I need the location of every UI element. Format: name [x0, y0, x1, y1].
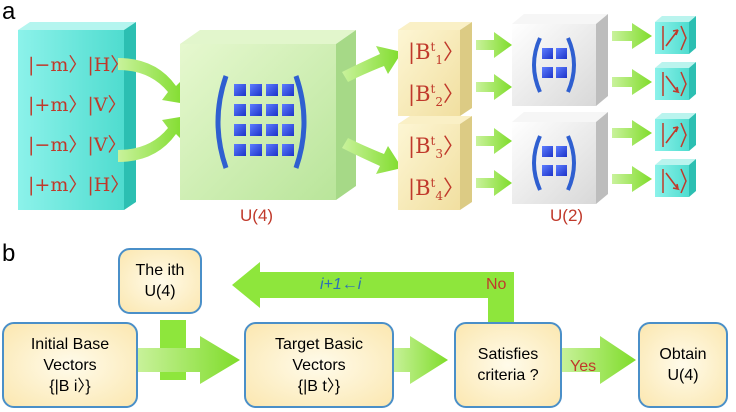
matrix-element — [234, 84, 246, 96]
yes-label: Yes — [570, 358, 597, 375]
obtain-line1: Obtain — [659, 346, 707, 363]
u2-to-detector-arrows — [612, 23, 652, 192]
no-label: No — [486, 276, 507, 293]
ith-u4-box: The ith U(4) — [118, 248, 202, 314]
criteria-line2: criteria ? — [477, 367, 539, 384]
u4-cube — [180, 30, 356, 200]
u2-label: U(2) — [550, 206, 584, 225]
target-line1: Target Basic — [274, 335, 364, 353]
initial-base-vectors-box: Initial Base Vectors {|B i〉} — [2, 322, 138, 408]
target-state-box-bottom — [398, 116, 472, 210]
u4-label: U(4) — [240, 206, 274, 225]
matrix-element — [250, 124, 262, 136]
target-state-1: |Bt1〉 — [408, 40, 464, 68]
matrix-element — [266, 124, 278, 136]
input-state-4: |+m〉|H〉 — [28, 174, 130, 196]
u4-output-arrows — [342, 46, 402, 174]
matrix-element — [282, 144, 294, 156]
matrix-element — [266, 104, 278, 116]
matrix-element — [282, 84, 294, 96]
matrix-element — [234, 144, 246, 156]
panel-a-label: a — [2, 0, 16, 25]
initial-line2: Vectors — [43, 356, 97, 374]
detector-2 — [655, 62, 696, 100]
matrix-element — [250, 144, 262, 156]
target-state-2: |Bt2〉 — [408, 82, 464, 110]
target-state-3: |Bt3〉 — [408, 134, 464, 162]
u2-cube-top — [512, 14, 608, 106]
ith-u4-line2: U(4) — [144, 283, 176, 300]
matrix-element — [282, 104, 294, 116]
matrix-element — [234, 104, 246, 116]
input-arrows — [118, 58, 186, 162]
target-line2: Vectors — [292, 356, 346, 374]
target-state-box-top — [398, 22, 472, 116]
input-state-3: |−m〉|V〉 — [28, 134, 127, 156]
obtain-u4-box: Obtain U(4) — [638, 322, 728, 408]
detector-4 — [655, 159, 696, 197]
ith-u4-line1: The ith — [135, 262, 185, 279]
detector-boxes — [655, 16, 696, 197]
initial-line1: Initial Base — [30, 335, 110, 353]
panel-b-label: b — [2, 240, 16, 267]
criteria-line1: Satisfies — [477, 346, 539, 363]
input-state-1: |−m〉|H〉 — [28, 54, 130, 76]
target-basic-vectors-box: Target Basic Vectors {|B t〉} — [244, 322, 394, 408]
b-to-u2-arrows — [476, 32, 512, 196]
flow-arrows — [136, 262, 636, 384]
detector-1 — [655, 16, 696, 54]
target-line3: {|B t〉} — [297, 377, 341, 395]
matrix-element — [266, 84, 278, 96]
criteria-box: Satisfies criteria ? — [454, 322, 562, 408]
loop-increment-label: i+1←i — [320, 276, 362, 293]
matrix-element — [250, 84, 262, 96]
input-state-2: |+m〉|V〉 — [28, 94, 127, 116]
initial-line3: {|B i〉} — [49, 377, 91, 395]
u2-cube-bottom — [512, 112, 608, 204]
matrix-element — [266, 144, 278, 156]
obtain-line2: U(4) — [667, 367, 699, 384]
matrix-element — [234, 124, 246, 136]
matrix-element — [250, 104, 262, 116]
detector-3 — [655, 113, 696, 151]
matrix-element — [282, 124, 294, 136]
target-state-4: |Bt4〉 — [408, 176, 464, 204]
